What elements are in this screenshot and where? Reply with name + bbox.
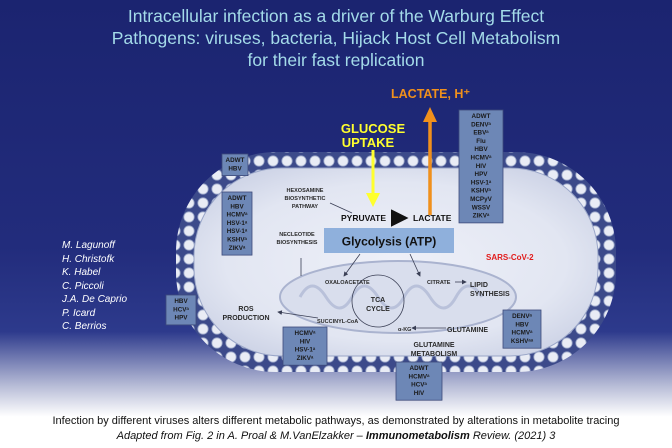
virus-box-background xyxy=(165,294,197,326)
virus-box-background xyxy=(458,109,504,224)
virus-name: EBVᵃ xyxy=(473,130,489,137)
citrate-label: CITRATE xyxy=(427,280,451,286)
virus-name: HCMVᵃ xyxy=(295,330,317,337)
virus-name: HCMVᵃ xyxy=(227,212,249,219)
virus-name: ADWT xyxy=(226,157,245,164)
pyruvate-label: PYRUVATE xyxy=(341,213,386,223)
virus-name: HPV xyxy=(475,171,489,178)
virus-name: ADWT xyxy=(228,195,247,202)
caption-suffix: Review. (2021) 3 xyxy=(469,430,556,442)
author-name: P. Icard xyxy=(62,307,96,319)
virus-name: DENVᵃ xyxy=(471,121,491,128)
lipid-label-2: SYNTHESIS xyxy=(470,291,510,298)
virus-name: HIV xyxy=(476,163,487,170)
author-name: M. Lagunoff xyxy=(62,240,115,251)
virus-name: HCVᵃ xyxy=(411,382,427,389)
virus-name: HSV-1ᵃ xyxy=(227,220,248,227)
virus-name: HIV xyxy=(300,338,311,345)
virus-name: HBV xyxy=(174,298,188,305)
hexosamine-label-1: HEXOSAMINE xyxy=(287,188,324,194)
virus-name: Flu xyxy=(476,138,486,145)
author-name: C. Piccoli xyxy=(62,280,104,292)
oxaloacetate-label: OXALOACETATE xyxy=(325,280,370,286)
virus-name: ZIKVᵃ xyxy=(229,245,246,252)
virus-name: HCMVᵃ xyxy=(409,373,431,380)
virus-box-background xyxy=(502,309,542,349)
glutamine-metabolism-label-2: METABOLISM xyxy=(411,351,458,358)
caption-source: Adapted from Fig. 2 in A. Proal & M.VanE… xyxy=(116,430,366,442)
hexosamine-label-3: PATHWAY xyxy=(292,204,319,210)
virus-name: ADWT xyxy=(410,365,429,372)
glycolysis-label: Glycolysis (ATP) xyxy=(342,235,436,249)
virus-name: HCMVᵃ xyxy=(512,330,534,337)
slide-title-line-2: Pathogens: viruses, bacteria, Hijack Hos… xyxy=(111,28,561,48)
tca-label-2: CYCLE xyxy=(366,306,390,313)
virus-name: HBV xyxy=(230,203,244,210)
slide-title-line-3: for their fast replication xyxy=(247,50,425,70)
author-name: J.A. De Caprio xyxy=(62,294,128,305)
virus-name: KSHVᵃᵃ xyxy=(511,338,534,345)
lactate-h-label: LACTATE, H⁺ xyxy=(391,87,470,101)
virus-name: KSHVᵃ xyxy=(227,237,247,244)
virus-box-background xyxy=(282,326,328,366)
virus-box-background xyxy=(395,361,443,401)
ros-label-2: PRODUCTION xyxy=(222,315,269,322)
virus-name: MCPyV xyxy=(470,196,492,203)
virus-name: HCVᵃ xyxy=(173,306,189,313)
tca-label-1: TCA xyxy=(371,297,385,304)
author-list: M. Lagunoff H. Christofk K. Habel C. Pic… xyxy=(62,239,127,334)
author-name: K. Habel xyxy=(62,267,101,278)
virus-name: HBV xyxy=(515,321,529,328)
virus-name: ADWT xyxy=(472,113,491,120)
virus-name: HBV xyxy=(474,146,488,153)
mitochondrion xyxy=(279,260,517,334)
glutamine-metabolism-label-1: GLUTAMINE xyxy=(413,342,454,349)
author-name: C. Berrios xyxy=(62,321,107,332)
virus-name: HIV xyxy=(414,390,425,397)
glucose-label-2: UPTAKE xyxy=(342,135,395,150)
succinyl-coa-label: SUCCINYL-CoA xyxy=(317,319,358,325)
virus-name: HSV-1ᵃ xyxy=(295,347,316,354)
nucleotide-label-2: BIOSYNTHESIS xyxy=(277,240,318,246)
virus-name: HPV xyxy=(175,315,189,322)
caption-line-1: Infection by different viruses alters di… xyxy=(52,415,620,427)
akg-label: α-KG xyxy=(398,327,411,333)
virus-name: HCMVᵃ xyxy=(471,155,493,162)
lactate-label: LACTATE xyxy=(413,213,452,223)
lipid-label-1: LIPID xyxy=(470,282,488,289)
virus-box-background xyxy=(221,153,249,177)
sars-cov-2-label: SARS-CoV-2 xyxy=(486,253,534,262)
caption-line-2: Adapted from Fig. 2 in A. Proal & M.VanE… xyxy=(0,429,672,443)
virus-name: HSV-1ᵃ xyxy=(227,228,248,235)
virus-name: ZIKVᵃ xyxy=(297,355,314,362)
slide-title-line-1: Intracellular infection as a driver of t… xyxy=(127,6,545,26)
virus-name: HBV xyxy=(228,165,242,172)
glutamine-label: GLUTAMINE xyxy=(447,327,488,334)
hexosamine-label-2: BIOSYNTHETIC xyxy=(285,196,326,202)
nucleotide-label-1: NECLEOTIDE xyxy=(279,232,315,238)
virus-name: WSSV xyxy=(472,204,491,211)
caption-journal: Immunometabolism xyxy=(365,430,470,442)
virus-name: HSV-1ᵃ xyxy=(471,179,492,186)
virus-name: ZIKVᵃ xyxy=(473,213,490,220)
virus-name: DENVᵃ xyxy=(512,313,532,320)
ros-label-1: ROS xyxy=(238,306,254,313)
virus-name: KSHVᵃ xyxy=(471,188,491,195)
author-name: H. Christofk xyxy=(62,253,115,265)
virus-box-background xyxy=(221,191,253,256)
glycolysis-box xyxy=(324,228,454,253)
glucose-label-1: GLUCOSE xyxy=(341,121,406,136)
